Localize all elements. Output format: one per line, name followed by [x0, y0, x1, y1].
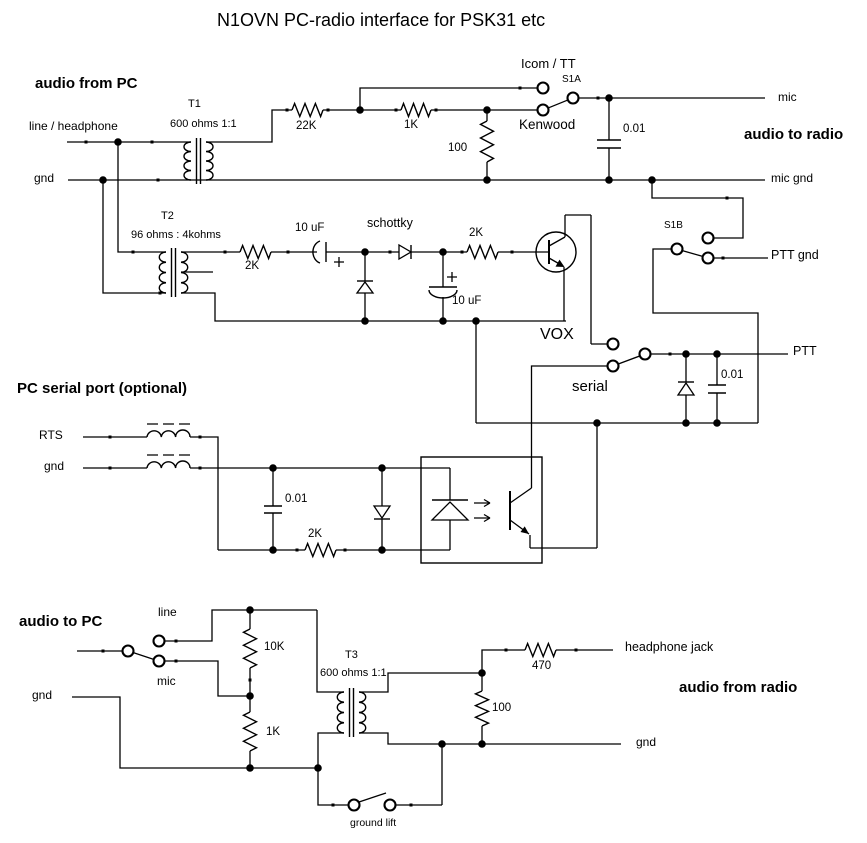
- label-vox: VOX: [540, 326, 574, 343]
- t3-spec: 600 ohms 1:1: [320, 667, 387, 679]
- wires-serial: [83, 436, 450, 551]
- c10uf-series-value: 10 uF: [295, 222, 325, 234]
- r2k-vox-value: 2K: [469, 227, 484, 239]
- junction-dots: [99, 94, 721, 772]
- label-ground-lift: ground lift: [350, 817, 397, 829]
- t2-name: T2: [161, 210, 174, 222]
- r22k-value: 22K: [296, 120, 317, 132]
- c001-mic-value: 0.01: [623, 123, 646, 135]
- vox-serial-switch[interactable]: [606, 337, 652, 373]
- port-mic: mic: [778, 90, 797, 104]
- inductor-rts: [146, 423, 191, 438]
- c10uf-filter-value: 10 uF: [452, 295, 482, 307]
- resistor-470: [524, 641, 557, 659]
- capacitor-001-serial: [264, 505, 282, 514]
- capacitor-001-ptt: [708, 384, 726, 394]
- port-mic-pc: mic: [157, 674, 176, 688]
- t3-name: T3: [345, 649, 358, 661]
- r470-value: 470: [532, 660, 552, 672]
- heading-audio-from-pc: audio from PC: [35, 75, 138, 92]
- ground-lift-switch[interactable]: [347, 792, 397, 812]
- line-mic-switch[interactable]: [121, 634, 166, 668]
- t2-spec: 96 ohms : 4kohms: [131, 229, 221, 241]
- optocoupler: [420, 423, 598, 564]
- capacitor-001-mic: [597, 139, 621, 149]
- port-gnd-audio-pc: gnd: [32, 688, 53, 702]
- wire-ticks: [84, 86, 729, 807]
- port-gnd-radio: gnd: [636, 735, 657, 749]
- port-gnd-serial: gnd: [44, 459, 65, 473]
- resistor-10k: [241, 628, 259, 669]
- diode-serial: [372, 505, 392, 520]
- s1b-switch[interactable]: [670, 231, 715, 265]
- wires-audio-to-pc: [72, 609, 621, 806]
- port-rts: RTS: [39, 428, 63, 442]
- wires-ptt: [476, 180, 788, 488]
- page-title: N1OVN PC-radio interface for PSK31 etc: [217, 10, 546, 30]
- resistor-1k-bottom: [241, 711, 259, 752]
- port-line-headphone: line / headphone: [29, 119, 118, 133]
- capacitor-10uf-filter: [428, 272, 458, 299]
- r10k-value: 10K: [264, 641, 285, 653]
- label-s1b: S1B: [664, 220, 683, 231]
- c001-ptt-value: 0.01: [721, 369, 744, 381]
- capacitor-10uf-series: [312, 240, 344, 267]
- t1-spec: 600 ohms 1:1: [170, 118, 237, 130]
- port-line: line: [158, 605, 177, 619]
- wires-vox: [102, 142, 566, 423]
- label-s1a: S1A: [562, 74, 581, 85]
- resistor-2k-t2: [239, 243, 272, 261]
- label-icom-tt: Icom / TT: [521, 56, 576, 71]
- t1-transformer: [183, 138, 214, 184]
- vox-transistor: [535, 214, 607, 345]
- heading-pc-serial-port: PC serial port (optional): [17, 380, 188, 397]
- heading-audio-from-radio: audio from radio: [679, 679, 798, 696]
- schottky-diode: [398, 243, 413, 261]
- diode-ptt-clamp: [676, 381, 696, 396]
- port-mic-gnd: mic gnd: [771, 171, 814, 185]
- t3-transformer: [336, 688, 367, 737]
- diode-vertical-1: [355, 280, 375, 294]
- c001-serial-value: 0.01: [285, 493, 308, 505]
- heading-audio-to-radio: audio to radio: [744, 126, 844, 143]
- t2-transformer: [158, 248, 189, 297]
- label-serial: serial: [572, 378, 608, 395]
- r1k-bottom-value: 1K: [266, 726, 281, 738]
- label-schottky: schottky: [367, 216, 413, 230]
- r100-bottom-value: 100: [492, 702, 512, 714]
- resistor-1k-top: [400, 101, 432, 119]
- t1-name: T1: [188, 98, 201, 110]
- s1a-switch[interactable]: [536, 81, 580, 117]
- port-ptt: PTT: [793, 344, 817, 358]
- port-gnd-pc: gnd: [34, 171, 55, 185]
- resistor-100-bottom: [473, 690, 491, 727]
- r1k-top-value: 1K: [404, 119, 419, 131]
- resistor-2k-serial: [304, 541, 337, 559]
- r100-top-value: 100: [448, 142, 468, 154]
- resistor-22k: [291, 101, 324, 119]
- r2k-serial-value: 2K: [308, 528, 323, 540]
- r2k-t2-value: 2K: [245, 260, 260, 272]
- inductor-gnd: [146, 454, 191, 469]
- port-headphone-jack: headphone jack: [625, 640, 714, 654]
- port-ptt-gnd: PTT gnd: [771, 248, 819, 262]
- label-kenwood: Kenwood: [519, 117, 576, 132]
- heading-audio-to-pc: audio to PC: [19, 613, 103, 630]
- wires-audio-from-pc: [67, 87, 765, 181]
- resistor-2k-vox: [466, 243, 499, 261]
- resistor-100-top: [478, 120, 496, 163]
